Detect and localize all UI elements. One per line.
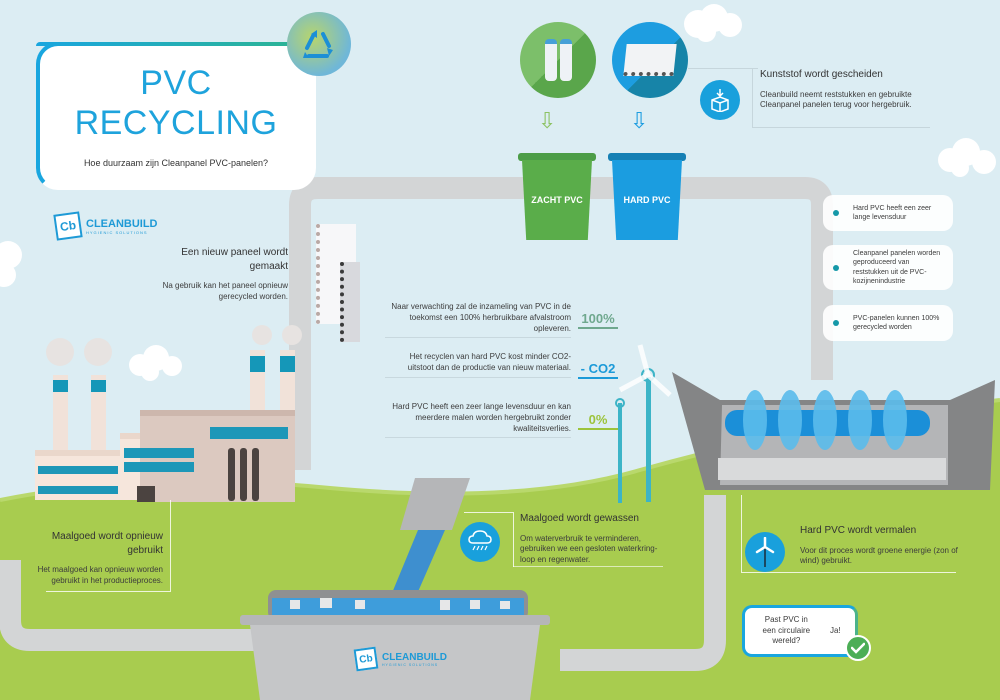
logo-tagline: HYGIENIC SOLUTIONS [86, 229, 148, 235]
step-heading: Kunststof wordt gescheiden [760, 69, 883, 80]
cleanbuild-logo: Cb CLEANBUILD HYGIENIC SOLUTIONS [53, 211, 158, 241]
step-separated: Kunststof wordt gescheiden Cleanbuild ne… [760, 68, 930, 111]
step-ground: Hard PVC wordt vermalen Voor dit proces … [800, 524, 970, 567]
logo-tagline: HYGIENIC SOLUTIONS [382, 662, 439, 667]
recycle-globe-icon [287, 12, 351, 76]
factory [35, 325, 302, 502]
hard-pvc-panels-icon [612, 22, 688, 98]
circular-callout: Past PVC in een circulaire wereld? Ja! [742, 605, 858, 657]
hard-pvc-bin: HARD PVC [612, 160, 682, 240]
step-body: Om waterverbruik te verminderen, gebruik… [520, 533, 658, 565]
stat-text: Naar verwachting zal de inzameling van P… [391, 302, 571, 333]
bin-label: HARD PVC [623, 195, 671, 205]
fact-text: Hard PVC heeft een zeer lange levensduur [853, 204, 932, 221]
logo-name: CLEANBUILD [86, 217, 158, 230]
title-line-2: RECYCLING [74, 104, 278, 142]
fact-text: PVC-panelen kunnen 100% gerecycled worde… [853, 314, 940, 331]
subtitle: Hoe duurzaam zijn Cleanpanel PVC-panelen… [83, 158, 269, 168]
wind-turbines [615, 344, 672, 503]
rain-cloud-icon [460, 522, 500, 562]
panel-illustration-back [340, 262, 360, 342]
title-card: PVC RECYCLING Hoe duurzaam zijn Cleanpan… [36, 42, 316, 190]
title-line-1: PVC [140, 64, 212, 102]
stat-value-co2: - CO2 [578, 361, 618, 379]
step-washed-bracket [464, 512, 514, 567]
step-body: Cleanbuild neemt reststukken en gebruikt… [760, 89, 912, 110]
stat-text: Hard PVC heeft een zeer lange levensduur… [392, 402, 571, 433]
step-heading: Hard PVC wordt vermalen [800, 525, 917, 536]
stat-value-100: 100% [578, 311, 618, 329]
bin-label: ZACHT PVC [531, 195, 583, 205]
fact-item: Hard PVC heeft een zeer lange levensduur [823, 195, 953, 231]
stat-value-0: 0% [578, 412, 618, 430]
stat-text: Het recyclen van hard PVC kost minder CO… [407, 352, 571, 372]
arrow-down-hard-icon: ⇩ [630, 108, 649, 133]
step-body: Voor dit proces wordt groene energie (zo… [800, 545, 958, 566]
fact-item: PVC-panelen kunnen 100% gerecycled worde… [823, 305, 953, 341]
step-separated-bracket [752, 68, 930, 128]
cloud [938, 138, 996, 177]
connector-line [741, 495, 742, 520]
cloud [129, 345, 182, 381]
step-body: Het maalgoed kan opnieuw worden gebruikt… [37, 565, 163, 585]
step-new-panel: Een nieuw paneel wordt gemaakt Na gebrui… [160, 246, 288, 303]
cloud [684, 4, 742, 42]
arrow-down-soft-icon: ⇩ [538, 108, 557, 133]
process-path-lower [0, 495, 726, 671]
step-body: Na gebruik kan het paneel opnieuw gerecy… [162, 281, 288, 301]
box-down-icon [700, 80, 740, 120]
bullet-icon [833, 264, 839, 271]
step-heading: Maalgoed wordt gewassen [520, 513, 639, 524]
step-heading: Maalgoed wordt opnieuw gebruikt [51, 531, 163, 556]
soft-pvc-bin: ZACHT PVC [522, 160, 592, 240]
stat-row: Naar verwachting zal de inzameling van P… [385, 302, 571, 339]
recycle-icon [303, 30, 333, 58]
cloud [0, 241, 22, 287]
step-reused-bracket [46, 500, 171, 592]
callout-question: Past PVC in een circulaire wereld? [762, 614, 811, 646]
logo-monogram: Cb [353, 646, 379, 672]
soft-pvc-bottles-icon [520, 22, 596, 98]
logo-name: CLEANBUILD [382, 651, 447, 663]
soft-bin-lid [518, 153, 596, 161]
clouds [0, 4, 996, 381]
grinder [672, 372, 995, 490]
fact-item: Cleanpanel panelen worden geproduceerd v… [823, 245, 953, 290]
connector-line [513, 566, 663, 567]
container-logo: Cb CLEANBUILD HYGIENIC SOLUTIONS [353, 646, 447, 672]
stat-row: Het recyclen van hard PVC kost minder CO… [385, 352, 571, 378]
bullet-icon [833, 210, 839, 216]
fact-text: Cleanpanel panelen worden geproduceerd v… [853, 249, 941, 285]
checkmark-icon [845, 635, 871, 661]
step-reused: Maalgoed wordt opnieuw gebruikt Het maal… [25, 530, 163, 587]
step-ground-bracket [741, 520, 956, 573]
hard-bin-lid [608, 153, 686, 161]
logo-monogram: Cb [53, 211, 83, 241]
step-heading: Een nieuw paneel wordt gemaakt [181, 247, 288, 272]
stat-row: Hard PVC heeft een zeer lange levensduur… [385, 402, 571, 439]
bullet-icon [833, 320, 839, 326]
wash-container [240, 478, 550, 700]
step-washed: Maalgoed wordt gewassen Om waterverbruik… [520, 512, 670, 566]
wind-turbine-icon [745, 532, 785, 572]
callout-answer: Ja! [829, 625, 841, 635]
connector-line [688, 68, 758, 69]
